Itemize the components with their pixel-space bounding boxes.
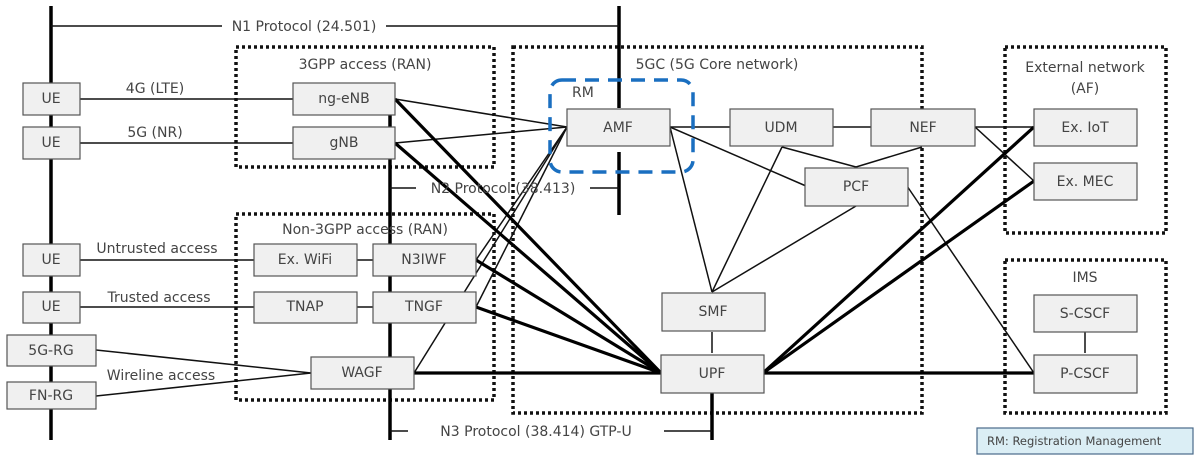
node-upf[interactable]: UPF bbox=[660, 354, 765, 394]
group-ims-title: IMS bbox=[1072, 270, 1097, 286]
svg-text:TNAP: TNAP bbox=[285, 299, 323, 315]
svg-text:SMF: SMF bbox=[698, 304, 727, 320]
svg-text:5G-RG: 5G-RG bbox=[28, 343, 73, 359]
group-3gpp-title: 3GPP access (RAN) bbox=[299, 57, 432, 73]
link-pcf-pcscf bbox=[906, 185, 1035, 374]
link-n3iwf-upf bbox=[475, 258, 662, 375]
link-amf-smf bbox=[669, 126, 713, 293]
node-ng-enb[interactable]: ng-eNB bbox=[292, 82, 396, 116]
svg-text:Ex. IoT: Ex. IoT bbox=[1061, 120, 1109, 136]
svg-text:FN-RG: FN-RG bbox=[29, 388, 73, 404]
group-non3gpp-title: Non-3GPP access (RAN) bbox=[282, 222, 448, 238]
link-amf-pcf bbox=[669, 126, 807, 187]
svg-text:WAGF: WAGF bbox=[341, 365, 382, 381]
node-gnb[interactable]: gNB bbox=[292, 126, 396, 160]
node-wagf[interactable]: WAGF bbox=[310, 356, 415, 390]
link-n3iwf-amf bbox=[475, 126, 568, 261]
group-3gpp-access bbox=[234, 45, 496, 169]
link-nef-pcf bbox=[855, 146, 923, 168]
group-external-title-2: (AF) bbox=[1071, 81, 1100, 97]
link-tngf-upf bbox=[475, 305, 662, 375]
group-external-network bbox=[1003, 45, 1168, 235]
group-5g-core bbox=[511, 45, 924, 415]
access-label-nr: 5G (NR) bbox=[127, 125, 182, 141]
svg-text:AMF: AMF bbox=[603, 120, 633, 136]
svg-text:UDM: UDM bbox=[764, 120, 797, 136]
node-5g-rg[interactable]: 5G-RG bbox=[6, 334, 97, 367]
node-s-cscf[interactable]: S-CSCF bbox=[1033, 294, 1138, 333]
svg-text:UE: UE bbox=[41, 135, 60, 151]
svg-text:ng-eNB: ng-eNB bbox=[318, 91, 370, 107]
group-core-title: 5GC (5G Core network) bbox=[636, 57, 799, 73]
rm-label: RM bbox=[572, 85, 594, 101]
node-ex-mec[interactable]: Ex. MEC bbox=[1033, 162, 1138, 201]
link-udm-pcf bbox=[781, 146, 857, 168]
svg-text:TNGF: TNGF bbox=[404, 299, 443, 315]
svg-text:NEF: NEF bbox=[909, 120, 936, 136]
node-ue-lte[interactable]: UE bbox=[22, 82, 81, 116]
node-p-cscf[interactable]: P-CSCF bbox=[1033, 354, 1138, 394]
node-udm[interactable]: UDM bbox=[729, 108, 834, 147]
svg-text:UPF: UPF bbox=[699, 366, 726, 382]
svg-text:gNB: gNB bbox=[330, 135, 359, 151]
node-nef[interactable]: NEF bbox=[870, 108, 976, 147]
link-fnrg-wagf bbox=[95, 372, 312, 397]
legend-box: RM: Registration Management bbox=[976, 427, 1194, 455]
node-tnap[interactable]: TNAP bbox=[253, 291, 358, 324]
link-gnb-amf bbox=[394, 126, 568, 144]
svg-text:Ex. MEC: Ex. MEC bbox=[1057, 174, 1114, 190]
legend-text: RM: Registration Management bbox=[987, 434, 1162, 448]
svg-text:N3IWF: N3IWF bbox=[401, 252, 446, 268]
node-ex-iot[interactable]: Ex. IoT bbox=[1033, 108, 1138, 147]
svg-text:UE: UE bbox=[41, 252, 60, 268]
access-label-trusted: Trusted access bbox=[106, 290, 210, 306]
access-label-untrusted: Untrusted access bbox=[96, 241, 217, 257]
svg-text:UE: UE bbox=[41, 91, 60, 107]
node-pcf[interactable]: PCF bbox=[804, 167, 909, 207]
link-gnb-upf bbox=[393, 141, 663, 375]
access-label-lte: 4G (LTE) bbox=[126, 81, 184, 97]
link-tngf-amf bbox=[475, 126, 568, 308]
link-upf-iot bbox=[761, 125, 1036, 375]
n3-protocol-label: N3 Protocol (38.414) GTP-U bbox=[440, 424, 631, 440]
node-smf[interactable]: SMF bbox=[661, 292, 766, 332]
link-upf-mec bbox=[762, 179, 1035, 375]
node-ex-wifi[interactable]: Ex. WiFi bbox=[253, 243, 358, 277]
node-tngf[interactable]: TNGF bbox=[372, 291, 477, 324]
rm-region bbox=[548, 78, 695, 174]
link-wagf-amf bbox=[413, 126, 568, 374]
node-amf[interactable]: AMF bbox=[566, 108, 671, 147]
svg-text:Ex. WiFi: Ex. WiFi bbox=[278, 252, 332, 268]
link-ngenb-amf bbox=[394, 98, 568, 128]
link-ngenb-upf bbox=[393, 97, 663, 375]
node-n3iwf[interactable]: N3IWF bbox=[372, 243, 477, 277]
node-ue-untrusted[interactable]: UE bbox=[22, 243, 81, 277]
node-ue-nr[interactable]: UE bbox=[22, 126, 81, 160]
link-pcf-smf bbox=[711, 205, 857, 293]
group-external-title-1: External network bbox=[1025, 60, 1145, 76]
svg-text:PCF: PCF bbox=[843, 179, 869, 195]
node-fn-rg[interactable]: FN-RG bbox=[6, 381, 97, 410]
n2-protocol-label: N2 Protocol (38.413) bbox=[431, 181, 576, 197]
group-ims bbox=[1003, 258, 1168, 415]
svg-text:S-CSCF: S-CSCF bbox=[1060, 306, 1110, 322]
node-ue-trusted[interactable]: UE bbox=[22, 291, 81, 324]
access-label-wireline: Wireline access bbox=[107, 368, 215, 384]
link-5grg-wagf bbox=[95, 349, 312, 374]
n1-protocol-label: N1 Protocol (24.501) bbox=[232, 19, 377, 35]
svg-text:P-CSCF: P-CSCF bbox=[1060, 366, 1110, 382]
link-udm-smf bbox=[711, 146, 783, 293]
svg-text:UE: UE bbox=[41, 299, 60, 315]
